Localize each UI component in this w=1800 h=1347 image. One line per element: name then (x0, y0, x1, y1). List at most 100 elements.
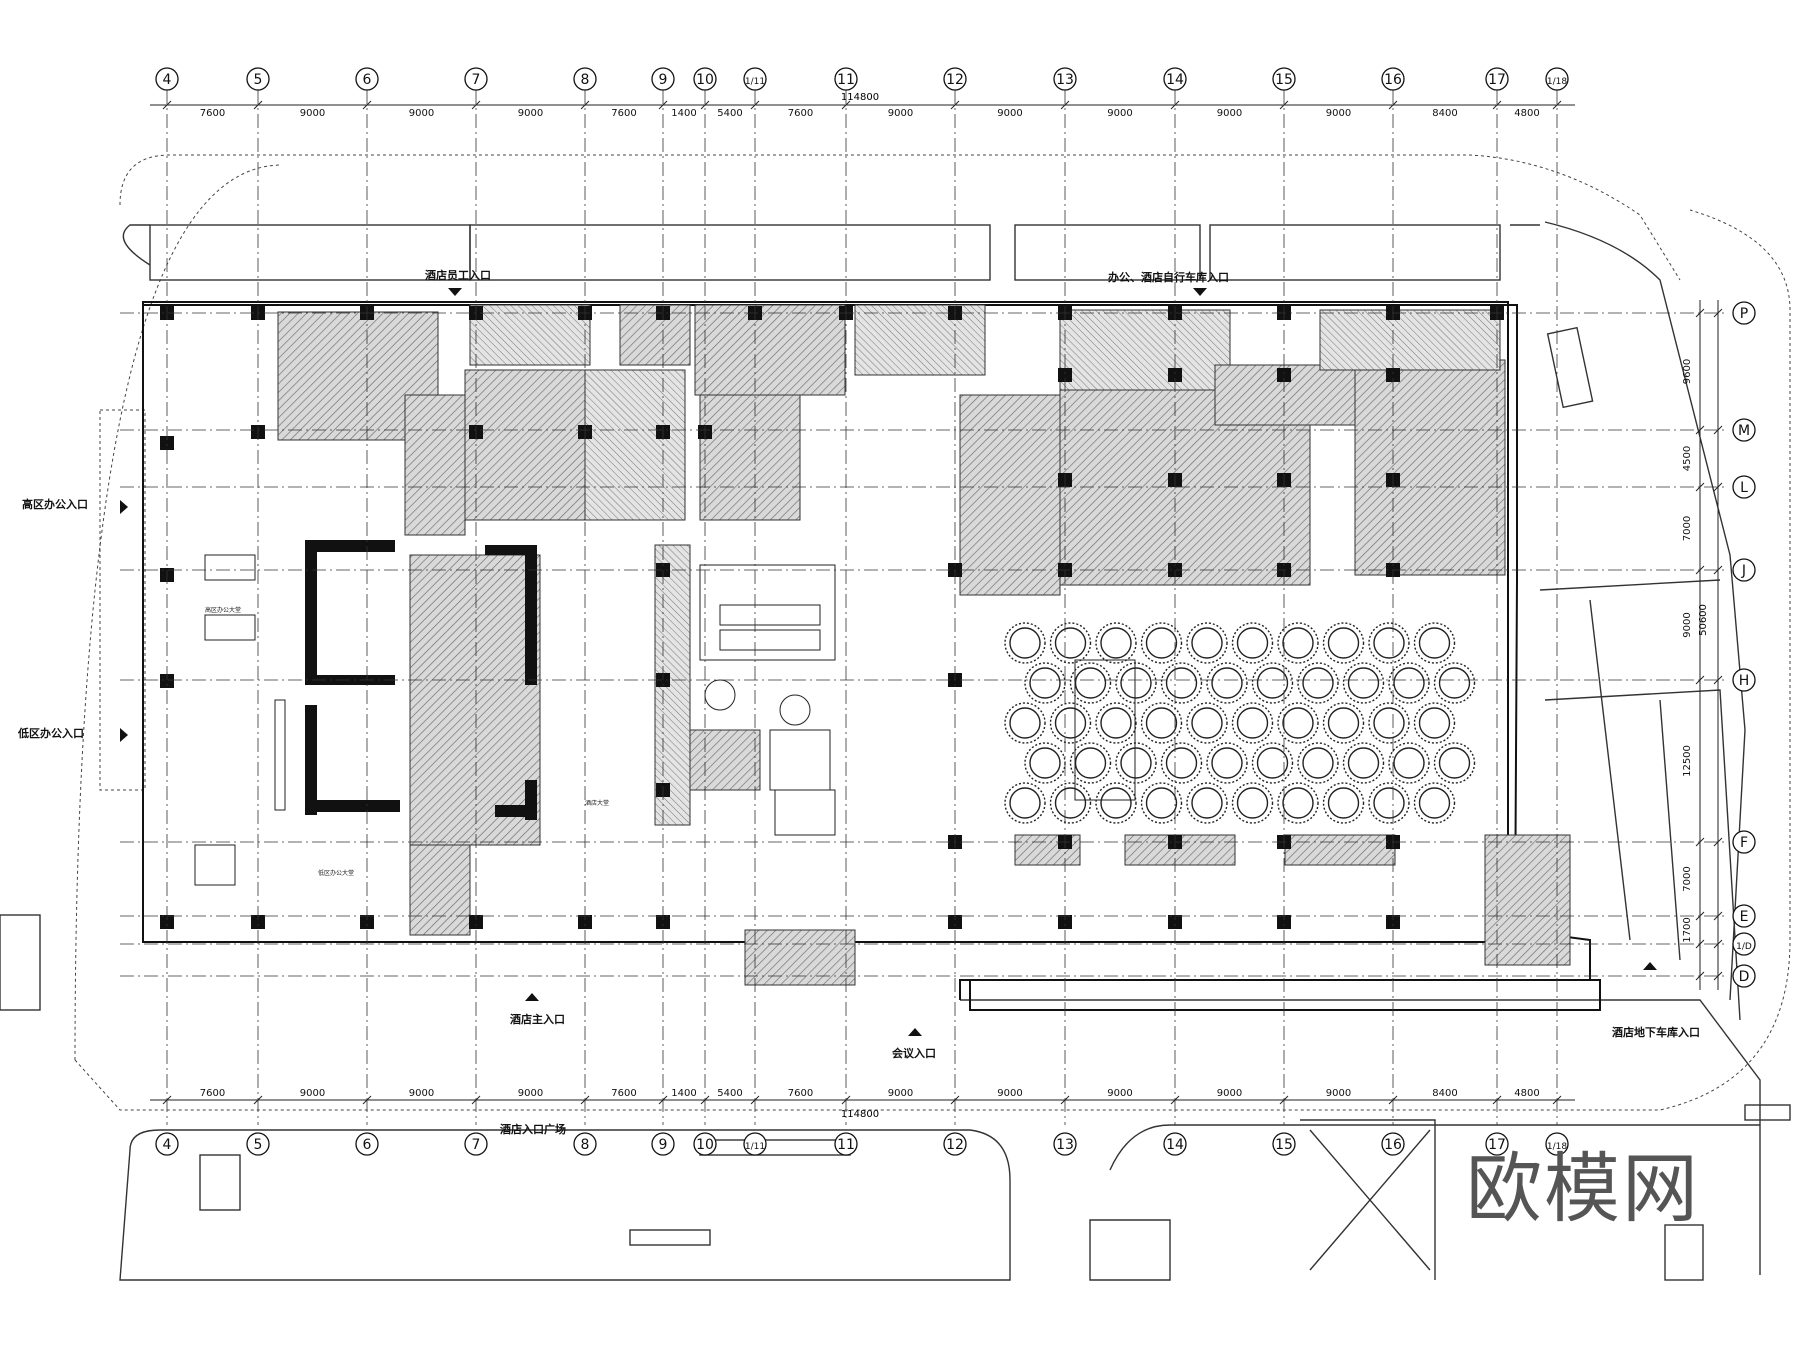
svg-text:J: J (1741, 563, 1746, 579)
svg-text:6: 6 (363, 1137, 372, 1153)
svg-text:E: E (1740, 909, 1749, 925)
round-table (1413, 782, 1456, 824)
svg-text:13: 13 (1056, 1137, 1074, 1153)
svg-text:1/18: 1/18 (1547, 1142, 1567, 1152)
round-table (1069, 742, 1112, 784)
grid-bubble-bottom-6: 9 (651, 1132, 675, 1156)
grid-bubble-bottom-10: 12 (943, 1132, 967, 1156)
round-table (1388, 742, 1430, 784)
grid-bubble-top-4: 7 (464, 67, 488, 91)
svg-text:8: 8 (581, 72, 590, 88)
grid-bubble-row-6: F (1732, 830, 1756, 854)
round-table (1277, 622, 1319, 664)
dim-top-5: 7600 (611, 108, 636, 119)
round-table (1140, 622, 1183, 664)
site-boundary (74, 154, 1791, 1111)
dim-right-6: 7000 (1682, 866, 1693, 891)
round-table (1297, 742, 1339, 784)
round-table (1095, 702, 1137, 744)
structural-column (1277, 368, 1291, 382)
dim-bottom-4: 9000 (518, 1088, 543, 1099)
svg-text:1/11: 1/11 (745, 1142, 765, 1152)
dim-bottom-7: 5400 (717, 1088, 742, 1099)
dim-bottom-10: 9000 (997, 1088, 1022, 1099)
dim-top-4: 9000 (518, 108, 543, 119)
svg-text:5: 5 (254, 72, 263, 88)
round-table (1342, 662, 1385, 704)
svg-text:14: 14 (1166, 72, 1184, 88)
svg-text:11: 11 (837, 1137, 855, 1153)
grid-bubble-top-16: 1/18 (1545, 67, 1569, 91)
grid-bubble-top-11: 13 (1053, 67, 1077, 91)
plan-labels: 酒店员工入口 办公、酒店自行车库入口 高区办公入口 低区办公入口 酒店主入口 会… (17, 268, 1700, 1136)
round-table (1069, 662, 1112, 704)
dim-bottom-9: 9000 (888, 1088, 913, 1099)
hotel-lobby-label: 酒店大堂 (585, 799, 609, 807)
plaza-label: 酒店入口广场 (500, 1122, 566, 1136)
structural-column (578, 915, 592, 929)
dim-top-11: 9000 (1107, 108, 1132, 119)
dim-top-15: 4800 (1514, 108, 1539, 119)
round-table (1251, 742, 1294, 784)
svg-text:1/11: 1/11 (745, 77, 765, 87)
round-table (1095, 782, 1137, 824)
dim-right-1: 9600 (1682, 359, 1693, 384)
round-table (1297, 662, 1339, 704)
svg-text:7: 7 (472, 72, 481, 88)
staff-entrance-label: 酒店员工入口 (425, 268, 491, 282)
round-table (1388, 662, 1430, 704)
svg-text:4: 4 (163, 72, 172, 88)
dim-bottom-5: 7600 (611, 1088, 636, 1099)
dim-top-14: 8400 (1432, 108, 1457, 119)
grid-bubble-top-9: 11 (834, 67, 858, 91)
top-total-dimension: 114800 (841, 92, 879, 103)
structural-column (656, 915, 670, 929)
svg-text:16: 16 (1384, 72, 1402, 88)
svg-text:1/D: 1/D (1736, 942, 1752, 952)
low-lobby-label: 低区办公大堂 (318, 869, 354, 877)
grid-bubble-top-5: 8 (573, 67, 597, 91)
structural-column (360, 915, 374, 929)
dim-bottom-1: 7600 (200, 1088, 225, 1099)
round-table (1277, 782, 1319, 824)
structural-column (1058, 368, 1072, 382)
service-areas (277, 304, 1571, 986)
grid-bubble-top-15: 17 (1485, 67, 1509, 91)
grid-bubble-bottom-1: 4 (155, 1132, 179, 1156)
dim-right-4: 9000 (1682, 612, 1693, 637)
conference-entrance-label: 会议入口 (892, 1046, 936, 1060)
dimension-lines (150, 100, 1723, 1105)
structural-column (1277, 915, 1291, 929)
hotel-main-entrance-label: 酒店主入口 (510, 1012, 565, 1026)
bottom-total-dimension: 114800 (841, 1109, 879, 1120)
structural-column (1386, 368, 1400, 382)
round-table (1206, 662, 1248, 704)
round-table (1049, 702, 1092, 744)
dim-top-7: 5400 (717, 108, 742, 119)
round-table (1140, 782, 1183, 824)
round-table (1004, 622, 1046, 664)
svg-text:17: 17 (1488, 72, 1506, 88)
svg-text:9: 9 (659, 72, 668, 88)
round-table (1368, 782, 1410, 824)
grid-bubble-top-1: 4 (155, 67, 179, 91)
dim-right-5: 12500 (1682, 745, 1693, 777)
grid-bubble-top-12: 14 (1163, 67, 1187, 91)
svg-text:14: 14 (1166, 1137, 1184, 1153)
grid-bubble-row-4: J (1732, 558, 1756, 582)
entrance-arrows (120, 288, 1657, 1036)
low-office-entrance-label: 低区办公入口 (17, 726, 84, 740)
structural-column (1058, 915, 1072, 929)
grid-bubble-top-13: 15 (1272, 67, 1296, 91)
svg-text:13: 13 (1056, 72, 1074, 88)
structural-column (160, 436, 174, 450)
round-table (1322, 782, 1365, 824)
grid-bubble-bottom-8: 1/11 (743, 1132, 767, 1156)
round-table (1322, 622, 1365, 664)
grid-bubble-bottom-14: 16 (1381, 1132, 1405, 1156)
grid-bubble-top-10: 12 (943, 67, 967, 91)
round-table (1115, 662, 1157, 704)
